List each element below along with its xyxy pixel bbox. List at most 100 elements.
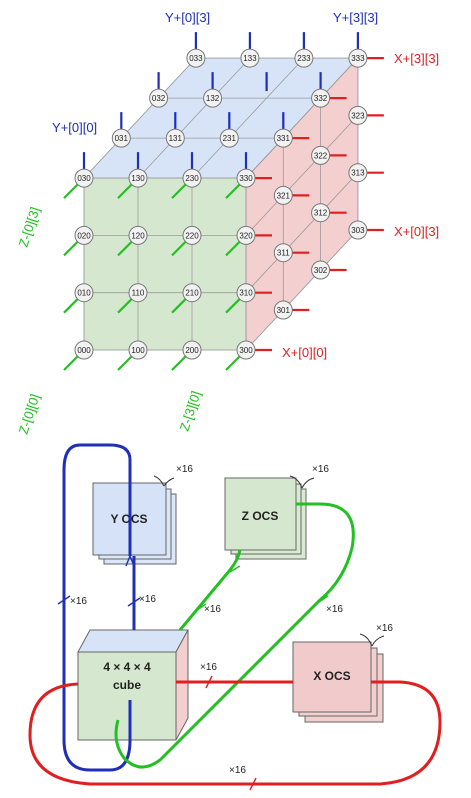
z-link-stub xyxy=(225,240,241,257)
node-circle xyxy=(236,340,256,360)
node-label: 320 xyxy=(239,231,253,240)
node-label: 100 xyxy=(131,346,145,355)
small-cube-label-1: 4 × 4 × 4 xyxy=(103,660,151,674)
node-circle xyxy=(348,105,368,125)
node-120: 120 xyxy=(128,225,148,245)
z-link-stub xyxy=(117,355,133,371)
node-label: 031 xyxy=(115,134,129,143)
node-circle xyxy=(165,128,185,148)
label-z-003: Z-[0][3] xyxy=(16,205,43,249)
node-circle xyxy=(236,283,256,303)
node-label: 010 xyxy=(77,289,91,298)
z-link-stub xyxy=(63,297,79,314)
y-ocs-brace xyxy=(153,475,175,487)
node-label: 322 xyxy=(314,151,328,160)
grid-line xyxy=(245,172,359,293)
node-233: 233 xyxy=(294,48,314,68)
node-label: 330 xyxy=(239,174,253,183)
node-label: 321 xyxy=(277,191,291,200)
node-000: 000 xyxy=(74,340,94,360)
z-link-stub xyxy=(171,240,187,257)
label-x-303: X+[0][3] xyxy=(394,224,439,239)
z-link-stub xyxy=(63,240,79,257)
node-label: 331 xyxy=(277,134,291,143)
node-313: 313 xyxy=(348,163,368,183)
y-ocs-stack: Y OCS ×16 xyxy=(92,464,193,565)
node-label: 130 xyxy=(131,174,145,183)
node-303: 303 xyxy=(348,220,368,240)
node-circle xyxy=(273,243,293,263)
node-130: 130 xyxy=(128,168,148,188)
z-link-stub xyxy=(225,183,241,199)
node-circle xyxy=(240,48,260,68)
node-320: 320 xyxy=(236,225,256,245)
z-return-wire xyxy=(114,502,355,769)
small-cube-label-2: cube xyxy=(113,678,141,692)
z-link-stub xyxy=(117,240,133,257)
node-label: 020 xyxy=(77,231,91,240)
node-231: 231 xyxy=(219,128,239,148)
node-circle xyxy=(128,283,148,303)
y-wire-mark-1 xyxy=(57,595,141,607)
z-link-stub xyxy=(171,355,187,371)
node-circle xyxy=(294,48,314,68)
grid-line xyxy=(191,57,305,179)
node-label: 220 xyxy=(185,231,199,240)
x-loop-wire xyxy=(28,680,442,786)
node-circle xyxy=(348,48,368,68)
node-032: 032 xyxy=(149,88,169,108)
z-link-stub xyxy=(171,183,187,199)
node-220: 220 xyxy=(182,225,202,245)
z-link-stub xyxy=(171,297,187,314)
node-200: 200 xyxy=(182,340,202,360)
x-ocs-brace xyxy=(359,633,385,647)
z-loop-wire xyxy=(178,549,242,631)
y-arrow-head xyxy=(125,554,135,567)
node-label: 301 xyxy=(277,306,291,315)
label-z-300: Z-[3][0] xyxy=(177,389,204,433)
z-multiplier-1: ×16 xyxy=(204,604,221,615)
node-110: 110 xyxy=(128,283,148,303)
z-ocs-stack: Z OCS ×16 xyxy=(224,464,329,560)
x-ocs-label: X OCS xyxy=(313,669,350,683)
node-circle xyxy=(203,88,223,108)
node-331: 331 xyxy=(273,128,293,148)
node-label: 132 xyxy=(206,94,220,103)
x-ocs-stack: X OCS ×16 xyxy=(292,623,393,723)
x-multiplier-1: ×16 xyxy=(200,662,217,673)
y-multiplier-2: ×16 xyxy=(139,594,156,605)
node-label: 000 xyxy=(77,346,91,355)
node-circle xyxy=(273,128,293,148)
label-y-303: Y+[3][3] xyxy=(333,10,378,25)
node-030: 030 xyxy=(74,168,94,188)
node-312: 312 xyxy=(311,203,331,223)
node-010: 010 xyxy=(74,283,94,303)
node-circle xyxy=(311,88,331,108)
z-link-stub xyxy=(117,183,133,199)
grid-line xyxy=(245,229,359,351)
node-031: 031 xyxy=(111,128,131,148)
node-circle xyxy=(128,225,148,245)
node-133: 133 xyxy=(240,48,260,68)
z-ocs-multiplier: ×16 xyxy=(312,464,329,475)
node-circle xyxy=(182,168,202,188)
node-circle xyxy=(182,225,202,245)
node-circle xyxy=(311,145,331,165)
y-ocs-multiplier: ×16 xyxy=(176,464,193,475)
node-230: 230 xyxy=(182,168,202,188)
front-face xyxy=(83,177,247,351)
node-323: 323 xyxy=(348,105,368,125)
node-circle xyxy=(273,185,293,205)
node-circle xyxy=(182,340,202,360)
node-label: 033 xyxy=(189,54,203,63)
node-label: 131 xyxy=(169,134,183,143)
node-333: 333 xyxy=(348,48,368,68)
z-ocs-brace xyxy=(289,475,315,489)
small-cube: 4 × 4 × 4 cube xyxy=(77,629,189,741)
node-020: 020 xyxy=(74,225,94,245)
node-310: 310 xyxy=(236,283,256,303)
node-label: 302 xyxy=(314,266,328,275)
node-circle xyxy=(348,163,368,183)
